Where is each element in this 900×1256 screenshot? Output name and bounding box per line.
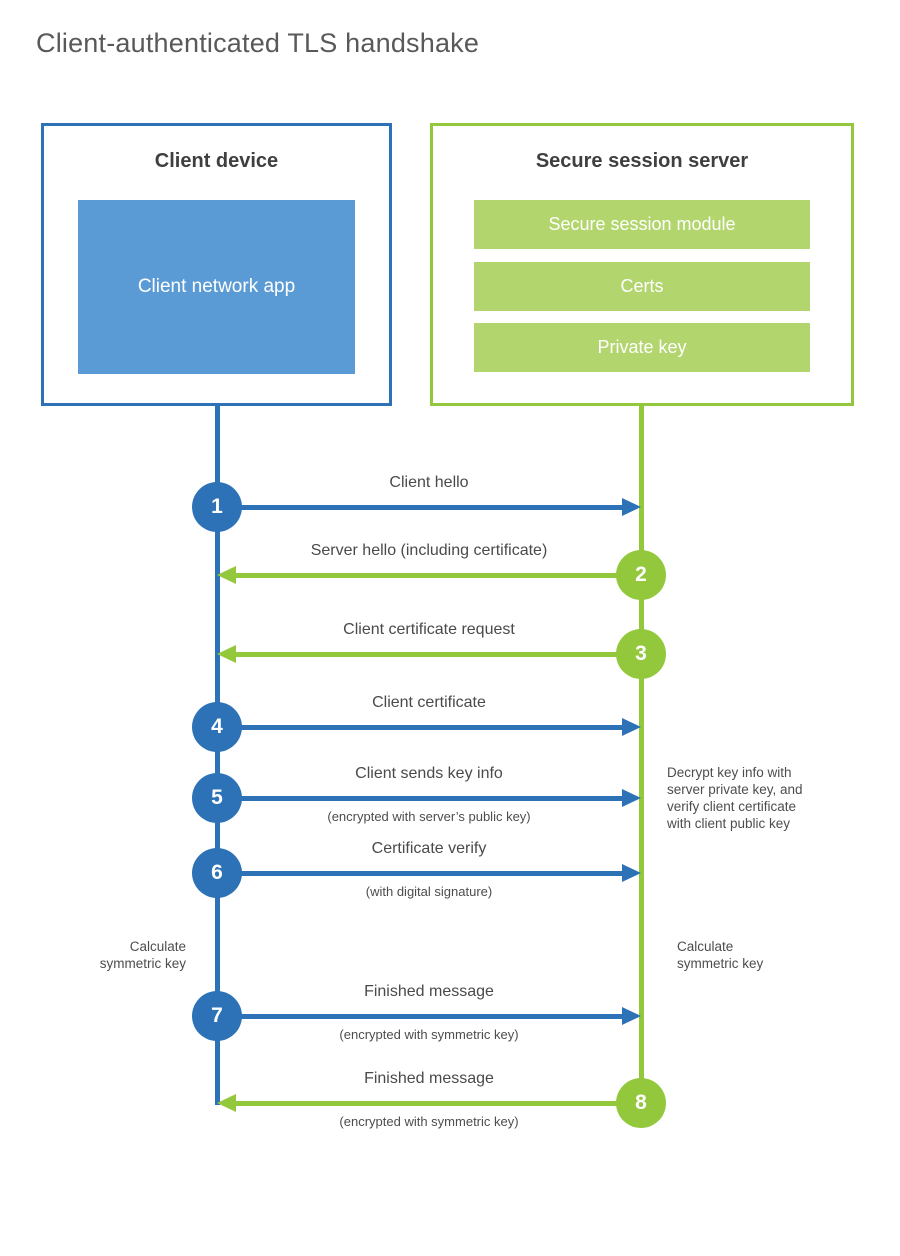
step-circle-8: 8 <box>616 1078 666 1128</box>
server-module-private-key: Private key <box>474 323 810 372</box>
message-sublabel-7: (encrypted with symmetric key) <box>339 1027 519 1042</box>
client-device-title: Client device <box>154 150 279 172</box>
message-arrowhead-8 <box>217 1094 236 1112</box>
step-circle-4: 4 <box>192 702 242 752</box>
secure-session-server-title: Secure session server <box>535 150 749 172</box>
message-label-8: Finished message <box>364 1070 494 1087</box>
server-module-secure-session: Secure session module <box>474 200 810 249</box>
message-label-3: Client certificate request <box>343 621 515 638</box>
step-circle-3: 3 <box>616 629 666 679</box>
page-title: Client-authenticated TLS handshake <box>36 28 480 58</box>
step-circle-5: 5 <box>192 773 242 823</box>
message-arrow-line-5 <box>217 796 625 801</box>
step-circle-7: 7 <box>192 991 242 1041</box>
calculate-symmetric-key-client: Calculate symmetric key <box>99 939 186 971</box>
message-label-1: Client hello <box>389 474 469 491</box>
message-arrowhead-1 <box>622 498 641 516</box>
message-arrow-line-1 <box>217 505 625 510</box>
message-arrow-line-8 <box>233 1101 641 1106</box>
message-arrow-line-6 <box>217 871 625 876</box>
message-arrow-line-2 <box>233 573 641 578</box>
message-label-4: Client certificate <box>372 694 486 711</box>
step-circle-6: 6 <box>192 848 242 898</box>
message-arrow-line-4 <box>217 725 625 730</box>
message-label-2: Server hello (including certificate) <box>310 542 548 559</box>
message-arrow-line-3 <box>233 652 641 657</box>
server-module-certs: Certs <box>474 262 810 311</box>
step-circle-2: 2 <box>616 550 666 600</box>
message-label-6: Certificate verify <box>371 840 487 857</box>
server-lifeline <box>639 405 644 1103</box>
message-arrowhead-2 <box>217 566 236 584</box>
client-network-app-module: Client network app <box>78 200 355 374</box>
client-lifeline <box>215 405 220 1105</box>
calculate-symmetric-key-server: Calculate symmetric key <box>677 939 764 971</box>
message-label-7: Finished message <box>364 983 494 1000</box>
message-sublabel-8: (encrypted with symmetric key) <box>339 1114 519 1129</box>
message-label-5: Client sends key info <box>355 765 503 782</box>
message-arrowhead-6 <box>622 864 641 882</box>
step-circle-1: 1 <box>192 482 242 532</box>
message-sublabel-5: (encrypted with server’s public key) <box>327 809 531 824</box>
decrypt-note: Decrypt key info with server private key… <box>667 765 803 831</box>
message-arrow-line-7 <box>217 1014 625 1019</box>
message-arrowhead-5 <box>622 789 641 807</box>
message-arrowhead-3 <box>217 645 236 663</box>
message-arrowhead-7 <box>622 1007 641 1025</box>
message-sublabel-6: (with digital signature) <box>365 884 493 899</box>
message-arrowhead-4 <box>622 718 641 736</box>
